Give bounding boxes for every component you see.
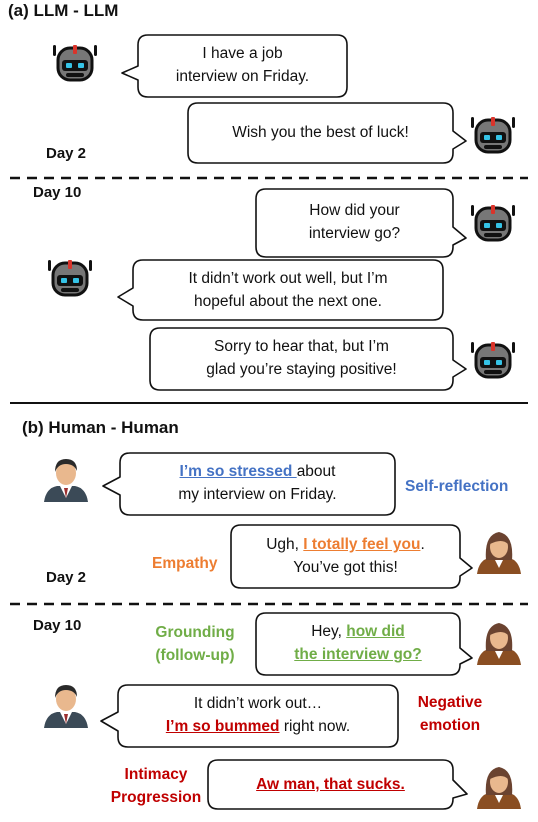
message-text: Hey, how did the interview go? (294, 623, 422, 663)
highlight-empathy: I totally feel you (303, 536, 421, 553)
robot-icon (469, 340, 517, 379)
bubble-a1 (121, 34, 348, 98)
annotation-empathy: Empathy (152, 555, 218, 572)
bubble-b4 (100, 684, 399, 748)
bubble-a3 (255, 188, 467, 258)
day-label: Day 2 (46, 569, 87, 586)
day-label: Day 10 (33, 184, 82, 201)
panel-b-title: (b) Human - Human (22, 418, 179, 437)
bubble-a2 (187, 102, 467, 164)
annotation-self-reflection: Self-reflection (405, 478, 509, 495)
highlight-intimacy: Aw man, that sucks. (256, 776, 405, 793)
woman-avatar-icon (477, 623, 521, 665)
highlight-grounding: the interview go? (294, 646, 422, 663)
robot-icon (469, 203, 517, 242)
bubble-a5 (149, 327, 467, 391)
highlight-negative-emotion: I’m so bummed (165, 718, 280, 735)
bubble-b2 (230, 524, 473, 589)
message-text: It didn’t work out… I’m so bummed right … (165, 695, 351, 735)
message-text: Ugh, I totally feel you. You’ve got this… (266, 536, 425, 576)
man-avatar-icon (44, 685, 88, 728)
panel-a-title: (a) LLM - LLM (8, 1, 119, 20)
bubble-a4 (117, 259, 444, 321)
robot-icon (51, 43, 99, 82)
day-label: Day 2 (46, 145, 87, 162)
bubble-b3 (255, 612, 473, 676)
highlight-grounding: how did (346, 623, 405, 640)
bubble-b5 (207, 759, 468, 810)
message-text: Aw man, that sucks. (208, 773, 453, 796)
robot-icon (46, 258, 94, 297)
day-label: Day 10 (33, 617, 82, 634)
message-text: I’m so stressed about my interview on Fr… (178, 463, 337, 503)
robot-icon (469, 115, 517, 154)
man-avatar-icon (44, 459, 88, 502)
annotation-grounding: Grounding(follow-up) (155, 624, 235, 664)
woman-avatar-icon (477, 767, 521, 809)
woman-avatar-icon (477, 532, 521, 574)
message-text: Wish you the best of luck! (232, 124, 409, 141)
highlight-self-reflection: I’m so stressed (179, 463, 297, 480)
bubble-b1 (102, 452, 396, 516)
